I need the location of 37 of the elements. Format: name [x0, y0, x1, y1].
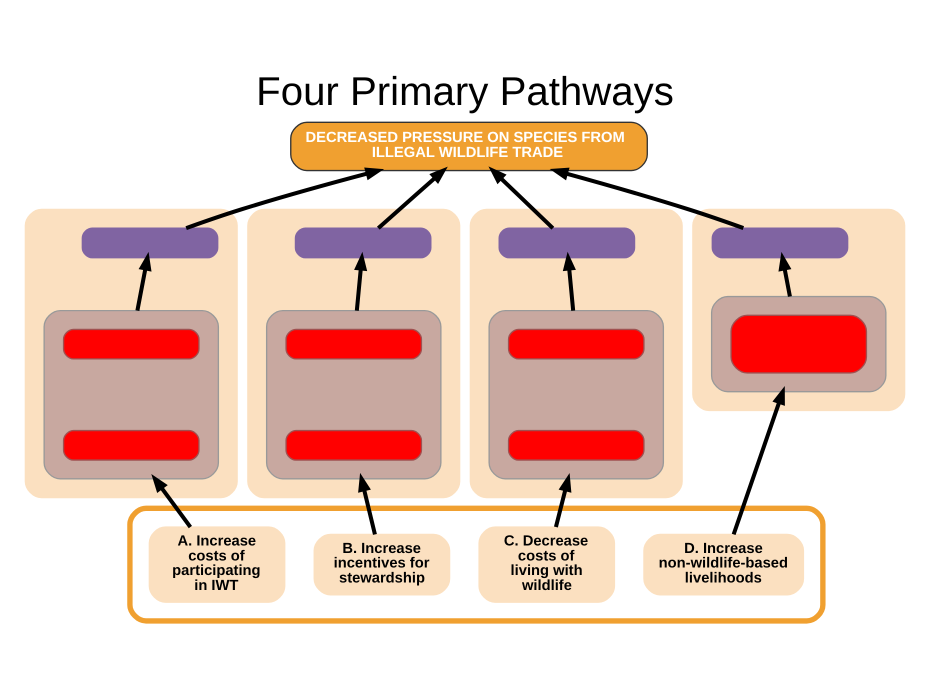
node-box — [711, 228, 848, 258]
arrow — [488, 166, 554, 230]
arrow — [134, 252, 152, 311]
node-box: B. Increase incentives for stewardship — [313, 534, 450, 596]
cluster — [692, 208, 905, 412]
arrow — [549, 168, 744, 230]
node-box — [62, 328, 200, 360]
cluster — [265, 310, 442, 480]
node-box — [284, 430, 422, 461]
node-box: A. Increase costs of participating in IWT — [148, 526, 285, 603]
cluster — [24, 208, 238, 498]
node-box — [62, 430, 200, 461]
cluster — [42, 310, 219, 480]
node-box: D. Increase non-wildlife-based livelihoods — [642, 534, 804, 596]
node-box — [81, 228, 218, 258]
arrow — [354, 252, 367, 311]
cluster — [126, 506, 826, 624]
node-box: C. Decrease costs of living with wildlife — [478, 526, 615, 603]
node-box — [284, 328, 422, 360]
arrow — [358, 472, 376, 535]
arrow — [562, 252, 576, 311]
cluster — [469, 208, 682, 498]
arrow — [376, 166, 448, 230]
node-box — [507, 430, 644, 461]
node-box — [294, 228, 431, 258]
arrow — [185, 168, 384, 230]
cluster — [488, 310, 664, 480]
node-box — [507, 328, 644, 360]
arrow — [731, 386, 784, 536]
arrow — [553, 472, 571, 528]
arrow — [778, 252, 792, 297]
node-box: DECREASED PRESSURE ON SPECIES FROM ILLEGAL WILDLIFE TRADE — [290, 122, 648, 172]
diagram-title: Four Primary Pathways — [256, 68, 674, 114]
node-box — [498, 228, 635, 258]
cluster — [246, 208, 460, 498]
node-box — [730, 314, 867, 374]
cluster — [710, 296, 886, 392]
